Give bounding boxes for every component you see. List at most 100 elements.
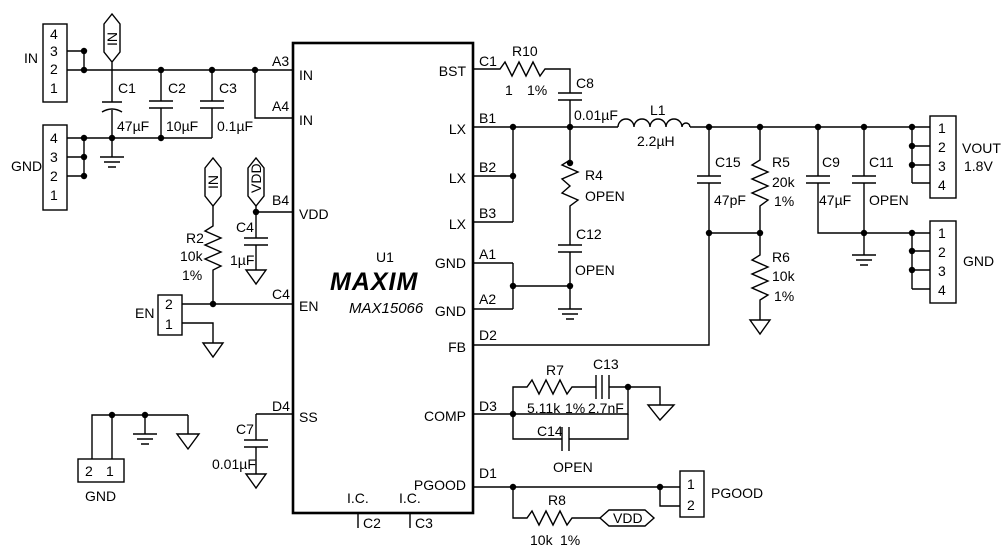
resistor-r10-symbol [473, 60, 571, 93]
capacitor-c3-ref: C3 [219, 80, 237, 96]
resistor-r5-symbol [709, 127, 770, 234]
resistor-r8-value: 10k [530, 532, 554, 548]
compensation-network [473, 375, 661, 415]
ground-arrow [175, 433, 201, 451]
net-flag-in-r2 [204, 156, 222, 208]
resistor-r8-tolerance: 1% [560, 532, 580, 548]
control-section: VDD C4 1µF IN R2 10k 1% 2 1 EN C7 0.01µF… [77, 156, 293, 504]
resistor-r5-tolerance: 1% [774, 193, 794, 209]
pin-name-d4: SS [299, 409, 318, 425]
ground-symbol [852, 233, 876, 266]
net-label-in-top: IN [104, 32, 120, 46]
resistor-r4-value: OPEN [585, 188, 625, 204]
connector-gnd-right-pin: 3 [938, 263, 946, 279]
capacitor-c7-symbol [244, 413, 293, 474]
connector-vout-pin: 1 [938, 120, 946, 136]
chip-part-number: MAX15066 [349, 300, 424, 317]
connector-gnd-bottom-pin: 1 [106, 463, 114, 479]
junction [80, 172, 88, 180]
connector-gnd-right-pin: 2 [938, 244, 946, 260]
connector-gnd-left-pin: 3 [50, 149, 58, 165]
connector-gnd-bottom-pin: 2 [85, 463, 93, 479]
connector-gnd-left-pin: 1 [50, 187, 58, 203]
inductor-l1-symbol [617, 118, 691, 128]
net-label-vdd-r8: VDD [613, 510, 643, 526]
connector-vout-body [929, 115, 957, 199]
wire-gnd-bus [67, 137, 212, 177]
capacitor-c13-ref: C13 [593, 356, 619, 372]
ball-d1: D1 [479, 465, 497, 481]
connector-en-body [157, 294, 183, 336]
ball-labels: A3 A4 B4 C4 D4 C1 B1 B2 B3 A1 A2 D2 D3 D… [272, 53, 497, 531]
resistor-r7-ref: R7 [546, 362, 564, 378]
capacitor-c12-value: OPEN [575, 262, 615, 278]
capacitor-c15-ref: C15 [715, 154, 741, 170]
capacitor-c1-symbol [101, 70, 123, 138]
connector-en-label: EN [135, 305, 154, 321]
pin-name-d2: FB [448, 339, 466, 355]
capacitor-c14-value: OPEN [553, 459, 593, 475]
pin-name-c4: EN [299, 298, 318, 314]
ball-a4: A4 [272, 98, 289, 114]
ground-arrow [244, 269, 268, 286]
junction [80, 66, 88, 74]
pin-name-c1: BST [439, 63, 467, 79]
resistor-r10-value: 1 [505, 82, 513, 98]
capacitor-c2-symbol [149, 70, 173, 138]
capacitor-c11-ref: C11 [869, 154, 894, 170]
pin-name-a3: IN [299, 67, 313, 83]
connector-in-pin: 1 [50, 80, 58, 96]
capacitor-c8-ref: C8 [576, 75, 594, 91]
capacitor-c4-value: 1µF [230, 252, 254, 268]
pin-name-c2: I.C. [347, 490, 369, 506]
wire-en [182, 303, 293, 343]
inductor-l1-ref: L1 [650, 102, 666, 118]
resistor-r8-symbol [512, 487, 600, 527]
junction [908, 266, 916, 274]
wire-gnd-right-connector [911, 233, 930, 290]
ball-d3: D3 [479, 398, 497, 414]
connector-gnd-left-pin: 4 [50, 130, 58, 146]
connector-gnd-bottom-label: GND [85, 488, 116, 504]
ball-d2: D2 [479, 327, 497, 343]
junction [908, 161, 916, 169]
net-flag-vdd-r8 [598, 509, 656, 527]
ball-a2: A2 [479, 291, 496, 307]
junction [656, 483, 664, 491]
capacitor-c12-symbol [558, 244, 582, 286]
connector-gnd-left-body [42, 124, 68, 211]
resistor-r2-ref: R2 [186, 230, 204, 246]
resistor-r10-ref: R10 [512, 43, 538, 59]
wire-vout-connector [911, 127, 930, 184]
resistor-r5-value: 20k [772, 174, 796, 190]
ground-arrow [748, 319, 772, 336]
chip-logo: MAXIM [330, 268, 419, 296]
connector-in-pin: 3 [50, 43, 58, 59]
junction [566, 282, 574, 290]
ground-arrow [646, 404, 676, 422]
junction [566, 159, 574, 167]
pin-name-a4: IN [299, 112, 313, 128]
chip-designator: U1 [376, 249, 394, 265]
capacitor-c14-wires [512, 414, 629, 440]
resistor-r7-tolerance: 1% [565, 400, 585, 416]
capacitor-c11-value: OPEN [869, 192, 909, 208]
connector-pgood-body [679, 470, 705, 518]
resistor-r2-tolerance: 1% [182, 267, 202, 283]
pin-name-a1: GND [435, 255, 466, 271]
connector-vout-label: VOUT [962, 140, 1001, 156]
capacitor-c7-ref: C7 [236, 421, 254, 437]
wire-pgood [473, 486, 680, 507]
ball-c3: C3 [415, 515, 433, 531]
capacitor-c15-symbol [473, 127, 721, 346]
chip-body [291, 41, 475, 515]
capacitor-c2-value: 10µF [166, 118, 198, 134]
ball-a3: A3 [272, 53, 289, 69]
ball-b4: B4 [272, 192, 289, 208]
junction [141, 411, 149, 419]
ball-b2: B2 [479, 159, 496, 175]
wire-gnd-bottom [91, 414, 189, 459]
connector-vout-pin: 2 [938, 139, 946, 155]
resistor-r6-symbol [750, 233, 770, 320]
